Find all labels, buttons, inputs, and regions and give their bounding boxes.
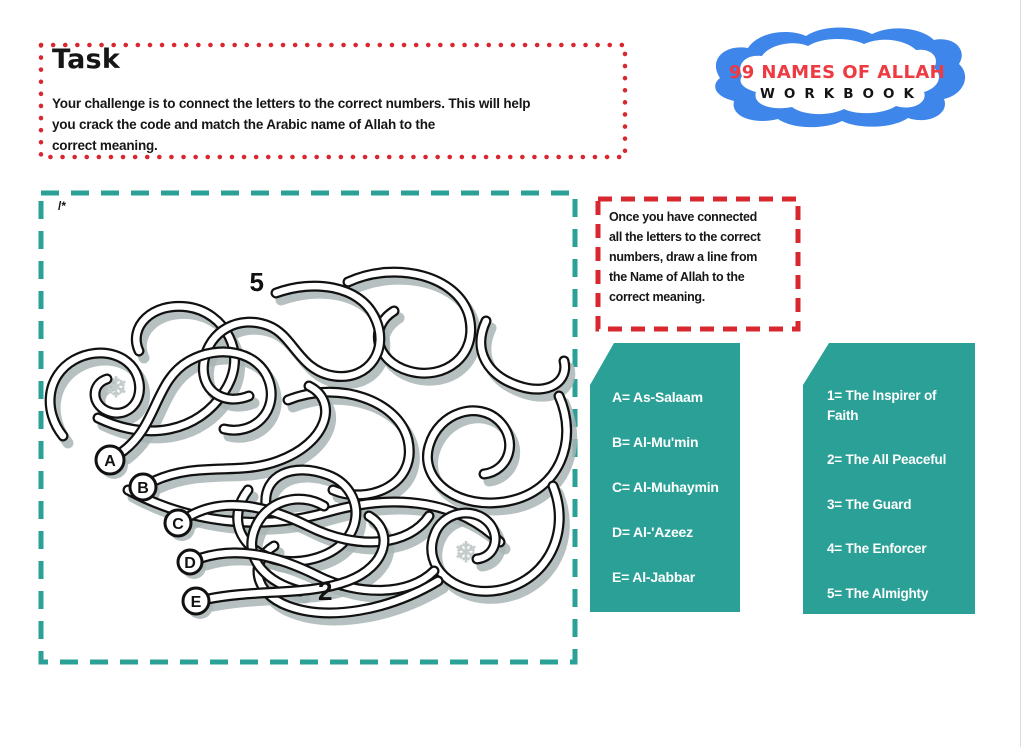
string-core xyxy=(200,282,383,403)
number-label-top: 5 xyxy=(250,267,264,297)
instruction-text: Once you have connected all the letters … xyxy=(609,207,761,307)
letter-node xyxy=(128,472,158,502)
meaning-item: 3= The Guard xyxy=(827,496,912,512)
string-core xyxy=(234,466,360,565)
string-core xyxy=(477,317,568,393)
task-text-line: you crack the code and match the Arabic … xyxy=(52,116,436,132)
name-item: E= Al-Jabbar xyxy=(612,569,696,585)
string-outline xyxy=(422,390,573,509)
task-text-line: Your challenge is to connect the letters… xyxy=(52,96,531,111)
task-title: Task xyxy=(52,44,120,75)
task-text-line: correct meaning. xyxy=(52,137,158,153)
logo-subtitle: WORKBOOK xyxy=(760,86,923,102)
meaning-item: 2= The All Peaceful xyxy=(827,452,947,468)
meaning-item: 4= The Enforcer xyxy=(827,541,927,557)
string-core xyxy=(248,495,328,595)
instruction-text-line: all the letters to the correct xyxy=(609,230,761,244)
letter-label: B xyxy=(137,480,149,497)
instruction-text-line: correct meaning. xyxy=(609,290,705,304)
string-core xyxy=(46,349,143,440)
logo-title: 99 NAMES OF ALLAH xyxy=(728,62,946,83)
workbook-logo: 99 NAMES OF ALLAH WORKBOOK xyxy=(706,22,968,130)
letter-node xyxy=(176,548,204,576)
string-core xyxy=(428,482,563,595)
page-edge-divider xyxy=(1020,0,1021,747)
puzzle-box-border xyxy=(38,190,578,665)
name-item: C= Al-Muhaymin xyxy=(612,479,719,495)
number-label-bottom: 2 xyxy=(318,576,332,606)
letter-label: A xyxy=(104,453,116,470)
instruction-text-line: Once you have connected xyxy=(609,210,758,224)
meaning-item: 5= The Almighty xyxy=(827,585,929,601)
string-core xyxy=(150,382,329,485)
name-item: A= As-Salaam xyxy=(612,389,703,405)
letter-label: C xyxy=(172,516,184,533)
letter-label: D xyxy=(184,555,196,572)
letter-label: E xyxy=(191,594,202,611)
letter-node xyxy=(94,444,126,476)
meanings-panel: 1= The Inspirer of Faith 2= The All Peac… xyxy=(803,343,975,614)
task-box: Task Your challenge is to connect the le… xyxy=(38,42,628,160)
string-core xyxy=(284,389,413,499)
letter-node xyxy=(163,508,193,538)
corner-mark: /* xyxy=(58,199,66,213)
task-text: Your challenge is to connect the letters… xyxy=(52,94,530,157)
string-core xyxy=(118,348,275,456)
string-core xyxy=(184,502,433,546)
string-core xyxy=(197,549,438,594)
name-item: B= Al-Mu'min xyxy=(612,434,699,450)
meaning-item: 1= The Inspirer of Faith xyxy=(827,388,937,423)
string-core xyxy=(204,512,388,603)
string-core xyxy=(424,392,570,507)
letter-node xyxy=(181,586,211,616)
instruction-text-line: numbers, draw a line from xyxy=(609,250,758,264)
instruction-box: Once you have connected all the letters … xyxy=(595,196,801,332)
name-item: D= Al-'Azeez xyxy=(612,524,693,540)
names-panel: A= As-Salaam B= Al-Mu'min C= Al-Muhaymin… xyxy=(590,343,740,612)
instruction-text-line: the Name of Allah to the xyxy=(609,270,745,284)
